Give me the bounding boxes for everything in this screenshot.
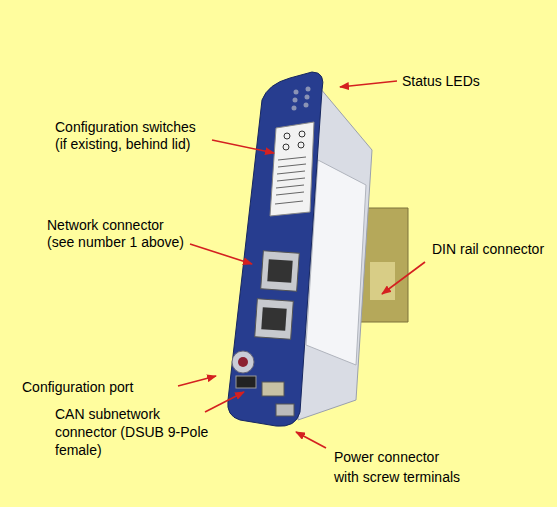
leader-arrow	[178, 376, 216, 386]
callout-label: DIN rail connector	[432, 241, 544, 258]
switch-circles	[283, 131, 305, 150]
logo-badge	[232, 351, 254, 373]
switch-panel	[270, 122, 314, 216]
rj45-port	[261, 251, 300, 291]
callout-label: Configuration switches (if existing, beh…	[55, 119, 203, 153]
rj45-port	[255, 299, 294, 339]
callout-label: Network connector (see number 1 above)	[47, 217, 189, 251]
config-port	[236, 376, 256, 388]
rj45-port-opening	[267, 259, 292, 283]
status-leds	[292, 87, 311, 111]
leader-arrow	[296, 432, 326, 448]
dsub-connector	[262, 382, 284, 396]
leader-arrow	[212, 140, 274, 153]
callout-label: Configuration port	[22, 379, 133, 396]
power-terminal	[276, 404, 294, 416]
leader-arrow	[382, 262, 425, 294]
leader-arrow	[190, 244, 252, 264]
logo-center	[238, 357, 248, 367]
leader-arrows	[178, 81, 425, 448]
callout-label: Status LEDs	[402, 73, 480, 90]
leader-arrow	[340, 81, 397, 87]
device-front	[228, 72, 323, 426]
rj45-port-opening	[261, 307, 286, 331]
leader-arrow	[205, 392, 244, 412]
callout-label: Power connector with screw terminals	[334, 447, 464, 487]
panel-text-lines	[275, 157, 306, 204]
callout-label: CAN subnetwork connector (DSUB 9-Pole fe…	[55, 405, 217, 459]
